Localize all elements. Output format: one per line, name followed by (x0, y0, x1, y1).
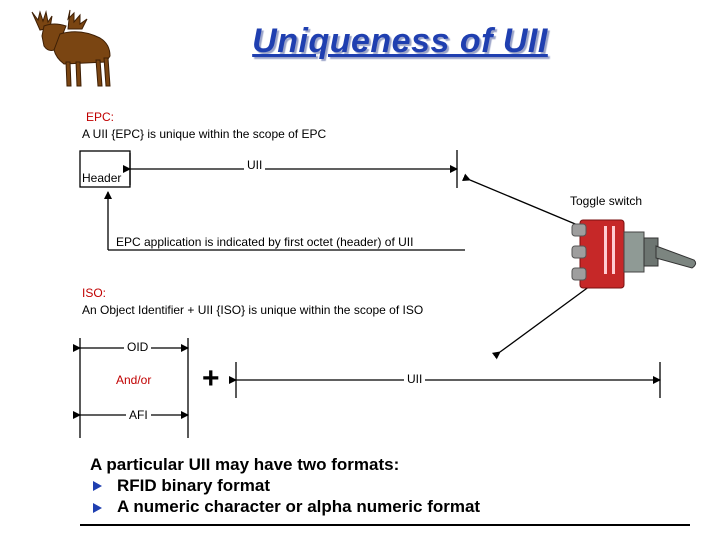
moose-icon (31, 9, 111, 87)
toggle-arrow-epc (461, 173, 581, 227)
bullet-icon (93, 503, 102, 513)
epc-uii-label: UII (244, 158, 266, 172)
iso-description: An Object Identifier + UII {ISO} is uniq… (82, 303, 424, 317)
epc-description: A UII {EPC} is unique within the scope o… (82, 127, 327, 141)
oid-label: OID (124, 340, 152, 354)
bullet-icon (93, 481, 102, 491)
epc-heading: EPC: (86, 110, 115, 124)
afi-label: AFI (126, 408, 151, 422)
toggle-arrow-iso (491, 285, 591, 360)
iso-heading: ISO: (82, 286, 107, 300)
toggle-switch-label: Toggle switch (570, 194, 643, 208)
andor-label: And/or (116, 373, 152, 387)
format-item: RFID binary format (117, 476, 271, 495)
summary-intro: A particular UII may have two formats: (90, 455, 400, 474)
bottom-rule (80, 524, 690, 526)
epc-application-note: EPC application is indicated by first oc… (116, 235, 414, 249)
iso-uii-label: UII (404, 372, 426, 386)
toggle-switch-icon (571, 219, 697, 289)
plus-sign: + (202, 362, 220, 395)
page-title: Uniqueness of UII (252, 22, 548, 60)
header-label: Header (82, 171, 122, 185)
format-item: A numeric character or alpha numeric for… (117, 497, 481, 516)
